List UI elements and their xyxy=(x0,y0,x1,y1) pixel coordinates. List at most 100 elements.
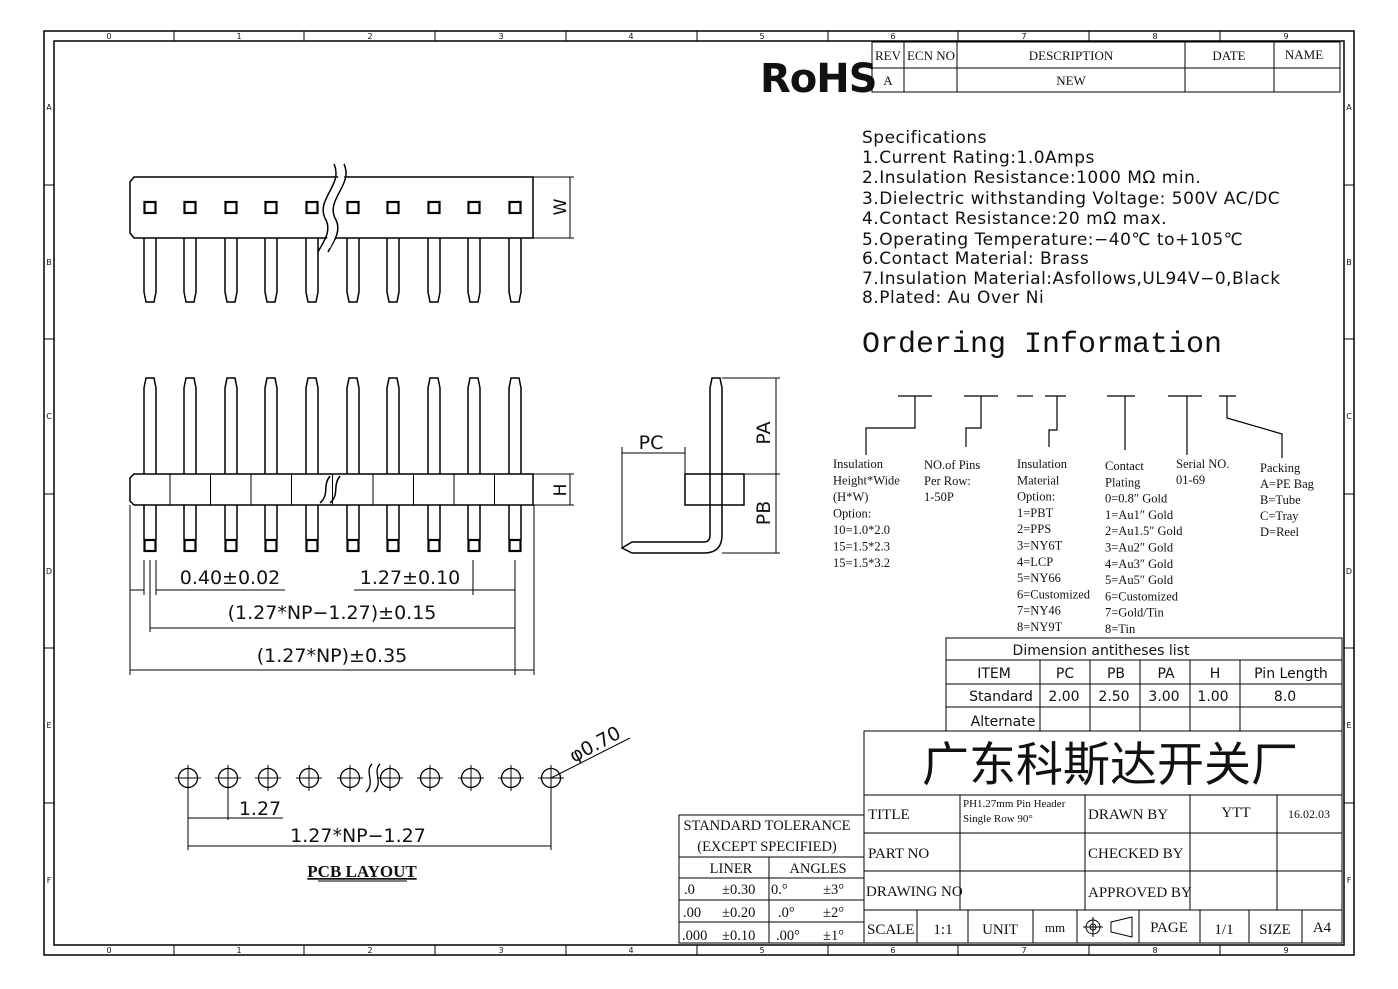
pin-end xyxy=(508,538,522,553)
ordering-option-packing: B=Tube xyxy=(1260,493,1301,507)
frame-row-label: F xyxy=(1347,876,1352,885)
frame-row-label: A xyxy=(46,103,52,112)
ordering-title: Ordering Information xyxy=(862,328,1222,362)
specifications: Specifications 1.Current Rating:1.0Amps … xyxy=(862,128,1281,308)
ordering-options: InsulationHeight*Wide(H*W)Option:10=1.0*… xyxy=(833,457,1315,636)
dim-header-pc: PC xyxy=(1056,666,1074,682)
ordering-option-insulation-material: 4=LCP xyxy=(1017,555,1053,569)
frame-column-label: 0 xyxy=(106,32,111,41)
checked-by-label: CHECKED BY xyxy=(1088,846,1184,862)
frame-column-label: 7 xyxy=(1021,946,1026,955)
pin-square xyxy=(386,200,400,215)
pin-end xyxy=(427,538,441,553)
frame-column-label: 9 xyxy=(1283,32,1288,41)
tol-angle-2-val: ±2° xyxy=(823,905,844,921)
frame-row-label: B xyxy=(46,258,52,267)
frame-column-label: 4 xyxy=(628,32,633,41)
frame-column-label: 1 xyxy=(236,32,241,41)
tol-liner-1-val: ±0.30 xyxy=(722,882,755,898)
frame-column-label: 2 xyxy=(367,946,372,955)
company-name: 广东科斯达开关厂 xyxy=(922,738,1298,793)
drawn-by-value: YTT xyxy=(1221,805,1250,821)
ordering-option-insulation-material: 6=Customized xyxy=(1017,587,1091,601)
pin-upper xyxy=(427,377,441,474)
ordering-option-insulation-material: Insulation xyxy=(1017,457,1068,471)
unit-label: UNIT xyxy=(982,922,1018,938)
name-header: NAME xyxy=(1285,47,1323,62)
ordering-option-insulation-material: Option: xyxy=(1017,490,1055,504)
break-mark xyxy=(373,763,381,793)
break-mark xyxy=(317,163,337,253)
pin-end xyxy=(346,538,360,553)
ordering-option-contact-plating: 7=Gold/Tin xyxy=(1105,606,1164,620)
pin-end xyxy=(143,538,157,553)
ordering-option-insulation-material: 2=PPS xyxy=(1017,522,1051,536)
dim-std-pa: 3.00 xyxy=(1148,689,1179,705)
ordering-option-contact-plating: 1=Au1″ Gold xyxy=(1105,508,1174,522)
rev-value: A xyxy=(883,73,893,88)
pin-upper xyxy=(143,377,157,474)
liner-header: LINER xyxy=(710,861,753,877)
frame-ticks xyxy=(44,31,1354,955)
pin-upper xyxy=(264,377,278,474)
side-view-dimensions xyxy=(621,377,780,554)
ordering-option-contact-plating: 8=Tin xyxy=(1105,622,1136,636)
tol-angle-3-val: ±1° xyxy=(823,928,844,944)
frame-row-label: D xyxy=(46,567,52,576)
pcb-span: 1.27*NP−1.27 xyxy=(290,825,426,847)
frame-column-label: 6 xyxy=(890,946,895,955)
break-mark xyxy=(329,475,341,504)
pin-end xyxy=(183,538,197,553)
tol-angle-1-val: ±3° xyxy=(823,882,844,898)
frame-column-label: 7 xyxy=(1021,32,1026,41)
dim-row-standard: Standard xyxy=(969,689,1033,705)
pin-square xyxy=(305,200,319,215)
ordering-option-insulation-height: Height*Wide xyxy=(833,474,900,488)
projection-symbol-icon xyxy=(1083,916,1133,938)
break-mark xyxy=(327,163,347,253)
pin-end xyxy=(386,538,400,553)
scale-value: 1:1 xyxy=(933,922,952,938)
pin-square xyxy=(183,200,197,215)
ordering-option-insulation-material: 8=NY9T xyxy=(1017,620,1063,634)
ordering-option-insulation-material: 3=NY6T xyxy=(1017,539,1063,553)
spec-line: 7.Insulation Material:Asfollows,UL94V−0,… xyxy=(862,269,1281,289)
frame-row-label: C xyxy=(46,412,52,421)
frame-column-label: 3 xyxy=(498,946,503,955)
h-label: H xyxy=(551,484,571,497)
description-value: NEW xyxy=(1056,73,1086,88)
title-block-text: TITLE PH1.27mm Pin Header Single Row 90°… xyxy=(866,798,1332,938)
dim-header-pin-length: Pin Length xyxy=(1254,666,1328,682)
pcb-dimensions xyxy=(187,737,631,850)
pin-square xyxy=(346,200,360,215)
tol-liner-2: .00 xyxy=(683,905,701,921)
ordering-option-packing: Packing xyxy=(1260,461,1301,475)
title-value-line1: PH1.27mm Pin Header xyxy=(963,798,1066,810)
pin-tail xyxy=(183,238,197,303)
ordering-option-insulation-material: Material xyxy=(1017,473,1060,487)
specs-heading: Specifications xyxy=(862,128,987,148)
w-dimension xyxy=(533,176,574,239)
pin-tail xyxy=(224,238,238,303)
spec-line: 2.Insulation Resistance:1000 MΩ min. xyxy=(862,168,1201,188)
tolerance-table xyxy=(678,814,865,944)
dim-header-item: ITEM xyxy=(977,666,1011,682)
ordering-option-insulation-height: Option: xyxy=(833,507,871,521)
dim-header-h: H xyxy=(1210,666,1221,682)
dim-pin-width: 0.40±0.02 xyxy=(180,567,281,589)
pcb-layout-holes xyxy=(175,763,564,793)
frame-column-label: 9 xyxy=(1283,946,1288,955)
ordering-option-serial: 01-69 xyxy=(1176,473,1205,487)
pin-upper xyxy=(224,377,238,474)
page-label: PAGE xyxy=(1150,920,1188,936)
tol-liner-3-val: ±0.10 xyxy=(722,928,755,944)
part-no-label: PART NO xyxy=(868,846,929,862)
tolerance-title2: (EXCEPT SPECIFIED) xyxy=(697,839,837,855)
dim-span: (1.27*NP−1.27)±0.15 xyxy=(228,602,437,624)
pin-upper xyxy=(386,377,400,474)
ordering-option-contact-plating: 2=Au1.5″ Gold xyxy=(1105,524,1183,538)
spec-line: 5.Operating Temperature:−40℃ to+105℃ xyxy=(862,230,1243,250)
ordering-option-contact-plating: Plating xyxy=(1105,475,1141,489)
ordering-option-insulation-height: Insulation xyxy=(833,457,884,471)
